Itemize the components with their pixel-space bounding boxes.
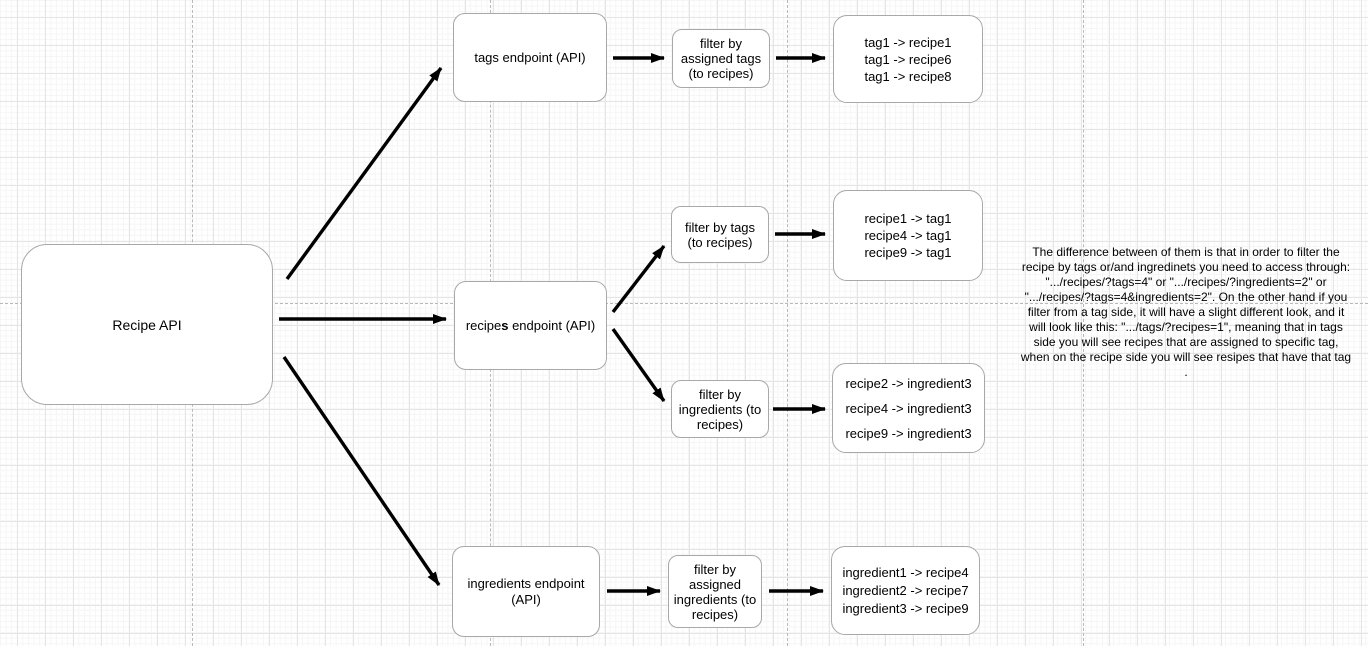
node-recipe-to-tag-mappings[interactable]: recipe1 -> tag1 recipe4 -> tag1 recipe9 … — [833, 190, 983, 281]
node-filter-by-tags-label: filter by tags (to recipes) — [684, 219, 756, 250]
node-filter-by-ingredients-label: filter by ingredients (to recipes) — [678, 386, 762, 432]
node-filter-by-assigned-tags-label: filter by assigned tags (to recipes) — [680, 36, 762, 81]
node-ingredients-endpoint-label: ingredients endpoint (API) — [467, 575, 585, 607]
arrow-recipes-endpoint-to-filter-ingredients[interactable] — [611, 328, 666, 402]
node-recipes-endpoint[interactable]: recipes endpoint (API) — [454, 281, 607, 370]
page-boundary-guide-vertical-3 — [787, 0, 788, 646]
node-recipe-to-ingredient-mappings[interactable]: recipe2 -> ingredient3 recipe4 -> ingred… — [832, 363, 985, 453]
ingredient-to-recipe-mapping-lines: ingredient1 -> recipe4 ingredient2 -> re… — [842, 564, 969, 616]
node-ingredients-endpoint[interactable]: ingredients endpoint (API) — [452, 546, 600, 637]
node-tag-to-recipe-mappings[interactable]: tag1 -> recipe1 tag1 -> recipe6 tag1 -> … — [833, 15, 983, 103]
note-text[interactable]: The difference between of them is that i… — [1020, 245, 1352, 379]
node-filter-by-ingredients[interactable]: filter by ingredients (to recipes) — [671, 380, 769, 438]
node-recipe-api-label: Recipe API — [112, 316, 182, 333]
recipe-to-tag-mapping-lines: recipe1 -> tag1 recipe4 -> tag1 recipe9 … — [864, 211, 952, 260]
arrow-recipe-api-to-ingredients-endpoint[interactable] — [282, 356, 441, 586]
tag-to-recipe-mapping-lines: tag1 -> recipe1 tag1 -> recipe6 tag1 -> … — [864, 34, 952, 84]
node-recipe-api[interactable]: Recipe API — [21, 244, 273, 405]
node-tags-endpoint-label: tags endpoint (API) — [474, 49, 586, 65]
node-filter-by-tags[interactable]: filter by tags (to recipes) — [671, 206, 769, 263]
recipe-to-ingredient-mapping-lines: recipe2 -> ingredient3 recipe4 -> ingred… — [845, 375, 972, 441]
node-filter-by-assigned-ingredients-label: filter by assigned ingredients (to recip… — [673, 561, 757, 622]
node-ingredient-to-recipe-mappings[interactable]: ingredient1 -> recipe4 ingredient2 -> re… — [831, 546, 980, 635]
arrow-recipes-endpoint-to-filter-tags[interactable] — [611, 244, 666, 314]
node-recipes-endpoint-label: recipes endpoint (API) — [465, 317, 596, 333]
node-tags-endpoint[interactable]: tags endpoint (API) — [453, 13, 607, 102]
node-filter-by-assigned-tags[interactable]: filter by assigned tags (to recipes) — [672, 29, 770, 88]
node-filter-by-assigned-ingredients[interactable]: filter by assigned ingredients (to recip… — [668, 555, 762, 628]
arrow-recipe-api-to-tags-endpoint[interactable] — [285, 66, 443, 281]
